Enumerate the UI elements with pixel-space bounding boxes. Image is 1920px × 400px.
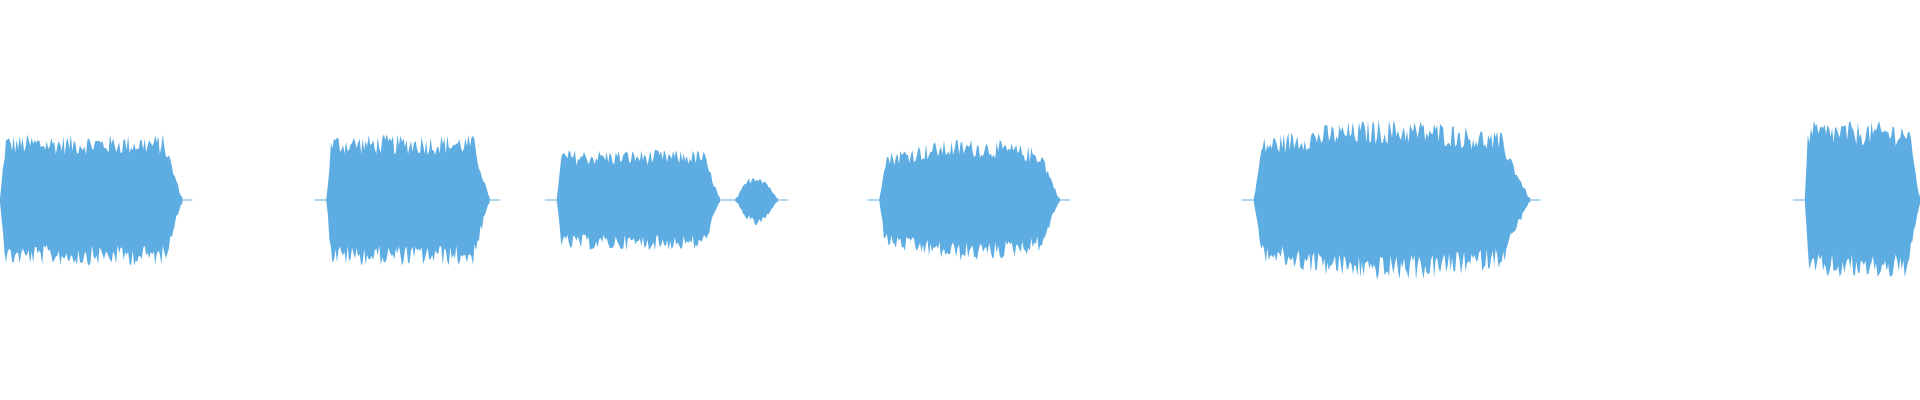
waveform-segment (1241, 120, 1541, 280)
waveform-segment (867, 139, 1070, 261)
waveform-segment (314, 134, 500, 266)
waveform-segment (723, 178, 788, 226)
waveform-envelope (1804, 120, 1920, 278)
waveform-segment (544, 149, 730, 251)
waveform-segment (1792, 120, 1920, 278)
waveform-segment (0, 134, 193, 266)
waveform-envelope (735, 178, 778, 226)
